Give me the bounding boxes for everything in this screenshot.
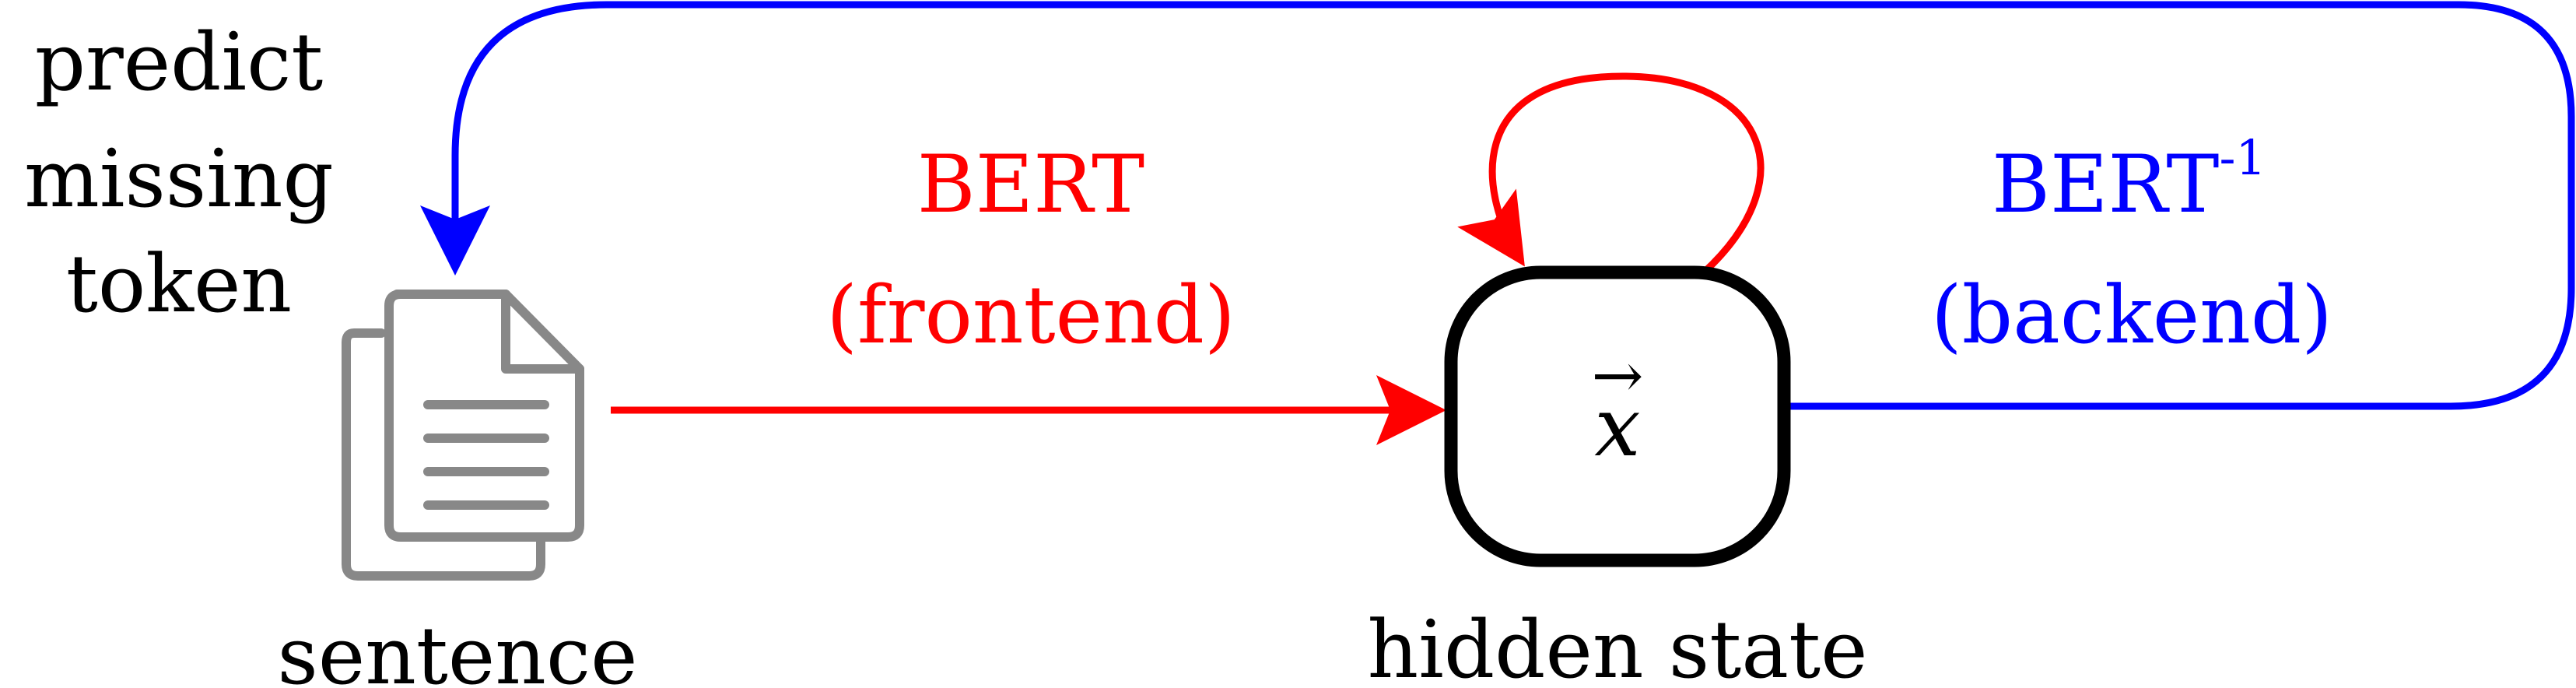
backend-title-main: BERT: [1992, 139, 2219, 231]
sentence-label: sentence: [278, 610, 638, 688]
backend-title: BERT-1: [1992, 129, 2266, 231]
document-stack-icon: [342, 290, 584, 581]
predict-label-line-2: missing: [24, 133, 334, 226]
hidden-state-label: hidden state: [1368, 604, 1868, 688]
frontend-self-loop-arrow: [1457, 72, 1765, 276]
state-symbol: x: [1594, 380, 1640, 475]
predict-label-line-3: token: [66, 238, 292, 331]
frontend-subtitle: (frontend): [826, 269, 1235, 362]
backend-title-sup: -1: [2219, 129, 2266, 186]
state-vector-mark: →: [1591, 339, 1643, 412]
backend-feedback-arrow: [420, 1, 2575, 410]
frontend-title: BERT: [917, 139, 1144, 231]
predict-label-line-1: predict: [35, 16, 323, 109]
hidden-state-node: [1444, 265, 1791, 567]
backend-subtitle: (backend): [1931, 269, 2332, 362]
